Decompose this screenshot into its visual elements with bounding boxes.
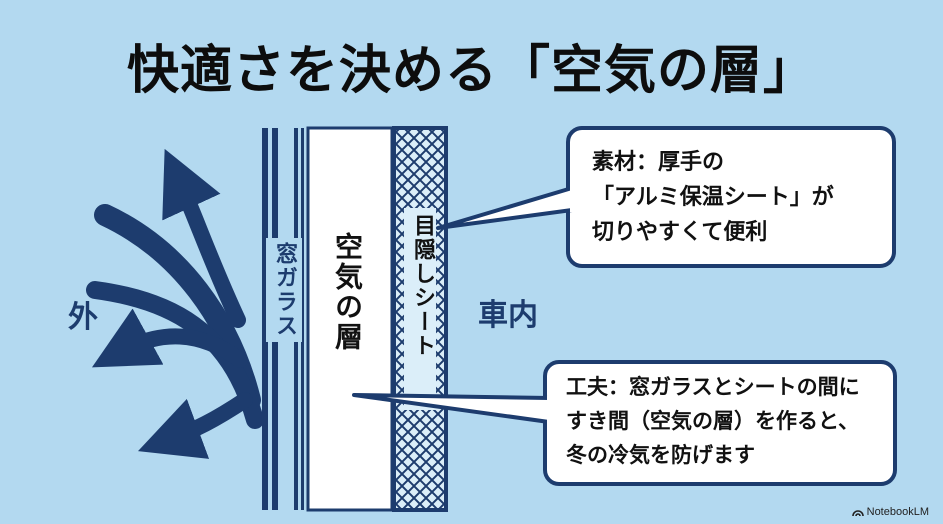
callout-tip-text: 工夫：窓ガラスとシートの間に すき間（空気の層）を作ると、 冬の冷気を防げます	[566, 370, 860, 472]
page-title: 快適さを決める「空気の層」	[126, 41, 816, 101]
brand-name: NotebookLM	[866, 506, 929, 518]
outside-label: 外	[68, 300, 98, 335]
air-layer-label: 空気の層	[331, 232, 364, 352]
callout-material-line: 素材：厚手の	[592, 150, 725, 175]
callout-tip-line: 工夫：窓ガラスとシートの間に	[566, 375, 860, 399]
callout-material-box	[436, 126, 896, 268]
callout-material-line: 切りやすくて便利	[592, 220, 768, 245]
blind-sheet-label: 目隠しシート	[410, 214, 435, 358]
brand-mark: NotebookLM	[851, 506, 929, 518]
callout-tip-box	[352, 360, 897, 486]
air-layer-column	[306, 126, 394, 512]
callout-tip-line: すき間（空気の層）を作ると、	[566, 409, 860, 433]
blind-sheet-panel	[392, 126, 448, 512]
inside-label: 車内	[478, 298, 538, 333]
airflow-arrows	[86, 148, 264, 459]
callout-tip-line: 冬の冷気を防げます	[566, 443, 755, 467]
notebooklm-logo-icon	[851, 509, 864, 516]
window-glass-label: 窓ガラス	[266, 238, 302, 342]
callout-material-text: 素材：厚手の 「アルミ保温シート」が 切りやすくて便利	[592, 145, 834, 250]
callout-material-line: 「アルミ保温シート」が	[592, 185, 834, 210]
